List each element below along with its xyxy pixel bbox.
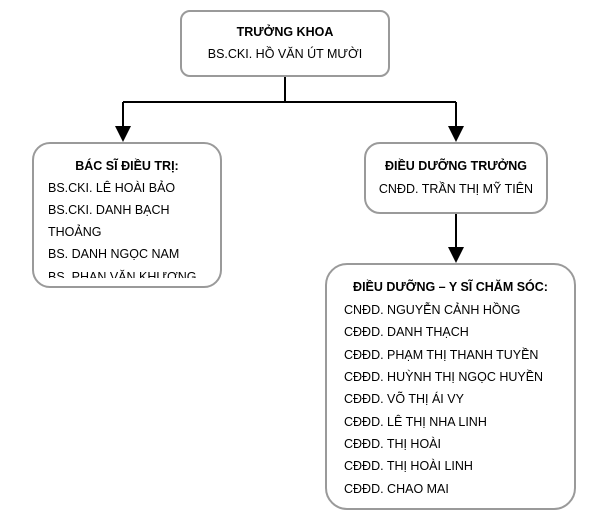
- nurse-item: CĐĐD. CHAO MAI: [344, 482, 449, 496]
- nurse-item: CĐĐD. HUỲNH THỊ NGỌC HUYỀN: [344, 370, 544, 384]
- nurse-item: CĐĐD. THỊ HOÀI: [344, 437, 441, 451]
- doctors-title: BÁC SĨ ĐIỀU TRỊ:: [75, 159, 179, 173]
- nurse-item: CĐĐD. PHẠM THỊ THANH TUYỀN: [344, 348, 539, 362]
- head-nurse-title: ĐIỀU DƯỠNG TRƯỞNG: [384, 159, 528, 173]
- doctor-item: BS. DANH NGỌC NAM: [48, 247, 180, 261]
- head-node: TRƯỞNG KHOA BS.CKI. HỒ VĂN ÚT MƯỜI: [180, 10, 390, 77]
- doctor-item: BS. PHAN VĂN KHƯƠNG: [48, 270, 197, 278]
- head-nurse-name: CNĐD. TRẦN THỊ MỸ TIÊN: [378, 182, 534, 196]
- nurse-item: CĐĐD. THỊ HOÀI LINH: [344, 459, 473, 473]
- nurse-item: CĐĐD. DANH THẠCH: [344, 325, 469, 339]
- doctor-item: BS.CKI. LÊ HOÀI BẢO: [48, 181, 176, 195]
- head-name: BS.CKI. HỒ VĂN ÚT MƯỜI: [207, 47, 363, 61]
- doctor-item: BS.CKI. DANH BẠCH: [48, 203, 170, 217]
- nurses-node: ĐIỀU DƯỠNG – Y SĨ CHĂM SÓC: CNĐD. NGUYỄN…: [325, 263, 576, 510]
- nurse-item: CĐĐD. LÊ THỊ NHA LINH: [344, 415, 487, 429]
- doctor-item: THOẢNG: [48, 225, 102, 239]
- nurse-item: CNĐD. NGUYỄN CẢNH HỒNG: [344, 303, 521, 317]
- doctors-node: BÁC SĨ ĐIỀU TRỊ: BS.CKI. LÊ HOÀI BẢO BS.…: [32, 142, 222, 288]
- doctors-list: BS.CKI. LÊ HOÀI BẢO BS.CKI. DANH BẠCH TH…: [48, 178, 218, 278]
- head-nurse-node: ĐIỀU DƯỠNG TRƯỞNG CNĐD. TRẦN THỊ MỸ TIÊN: [364, 142, 548, 214]
- nurses-title: ĐIỀU DƯỠNG – Y SĨ CHĂM SÓC:: [353, 280, 548, 294]
- head-title: TRƯỞNG KHOA: [236, 25, 334, 39]
- nurse-item: CĐĐD. VÕ THỊ ÁI VY: [344, 392, 464, 406]
